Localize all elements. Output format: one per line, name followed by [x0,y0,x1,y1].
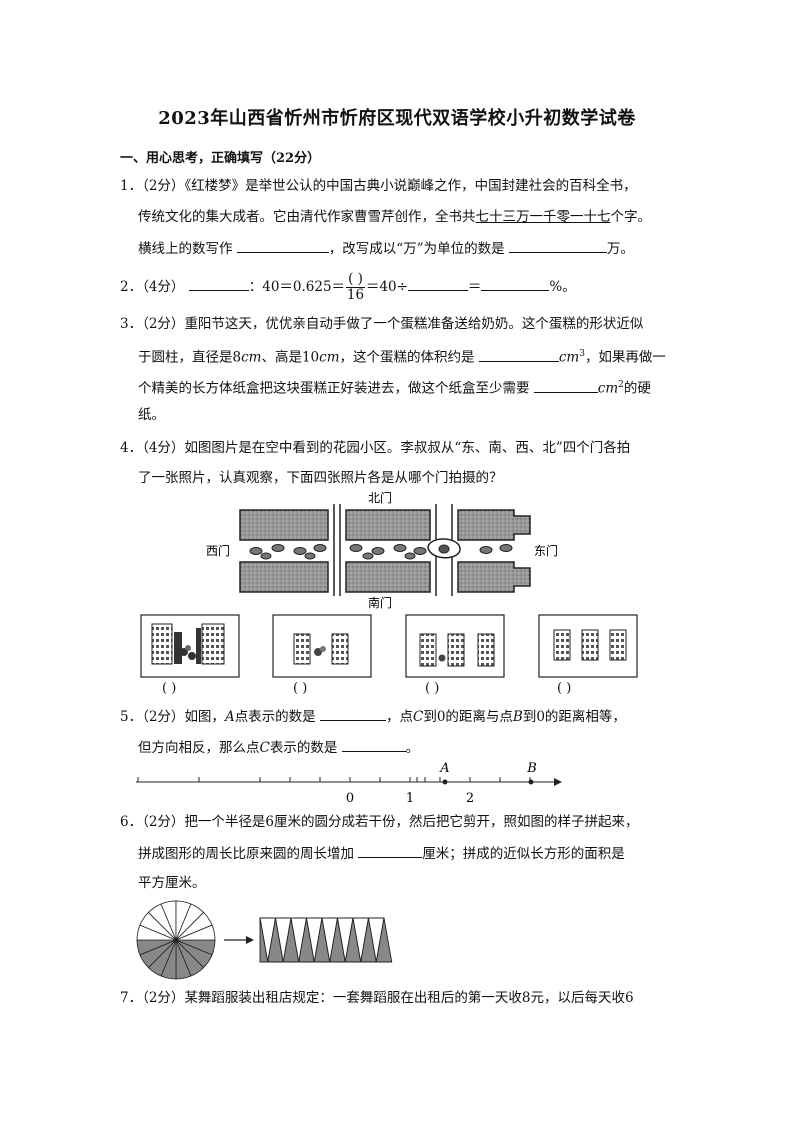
rearranged-strip [259,917,393,963]
number-line: 0 1 2 A B [136,761,562,806]
west-gate-label: 西门 [206,543,230,558]
answer-paren-1[interactable]: ( ) [162,681,177,696]
q5-line2: 但方向相反，那么点C表示的数是 。 [138,737,419,758]
answer-paren-3[interactable]: ( ) [425,681,440,696]
answer-paren-2[interactable]: ( ) [293,681,308,696]
circle-cut-diagram [136,900,393,980]
q1-line3: 横线上的数写作 ，改写成以“万”为单位的数是 万。 [138,238,634,259]
building-block [239,509,329,541]
building-block [457,509,531,541]
q6-line1: 6．（2分）把一个半径是6厘米的圆分成若干份，然后把它剪开，照如图的样子拼起来， [120,814,639,830]
answer-blank[interactable] [188,276,249,291]
strip-bottom-piece [259,917,269,963]
fraction: ( )16 [346,271,365,303]
q7-line1: 7．（2分）某舞蹈服装出租店规定：一套舞蹈服在出租后的第一天收8元，以后每天收6 [120,990,634,1006]
ticks [137,777,531,782]
answer-blank[interactable] [236,238,329,253]
q6-line2: 拼成图形的周长比原来圆的周长增加 厘米；拼成的近似长方形的面积是 [138,843,625,864]
circle-sector [175,924,216,941]
answer-blank[interactable] [358,843,423,858]
building-block [457,561,531,593]
photo-frame-2 [272,614,372,678]
tick-label-2: 2 [466,791,474,806]
divided-circle [136,900,216,980]
q3-line4: 纸。 [138,407,165,423]
underlined-number: 七十三万一千零一十七 [475,209,611,225]
page-title: 2023年山西省忻州市忻府区现代双语学校小升初数学试卷 [158,108,636,129]
q6-line3: 平方厘米。 [138,875,206,891]
tick-label-1: 1 [406,791,414,806]
q4-line2: 了一张照片，认真观察，下面四张照片各是从哪个门拍摄的？ [138,470,503,486]
q2-line: 2．（4分） ：40＝0.625＝( )16＝40÷＝%。 [120,271,576,303]
east-gate-label: 东门 [534,543,558,558]
answer-paren-4[interactable]: ( ) [557,681,572,696]
photo-frames [140,614,638,678]
answer-blank[interactable] [481,276,550,291]
photo-frame-4 [538,614,638,678]
answer-blank[interactable] [508,238,607,253]
tree-row [249,544,513,560]
q3-line1: 3．（2分）重阳节这天，优优亲自动手做了一个蛋糕准备送给奶奶。这个蛋糕的形状近似 [120,316,644,332]
label-a: A [439,761,449,776]
point-a [442,779,448,785]
q4-line1: 4．（4分）如图图片是在空中看到的花园小区。李叔叔从“东、南、西、北”四个门各拍 [120,440,631,456]
answer-blank[interactable] [319,706,386,721]
answer-blank[interactable] [407,276,468,291]
strip-bottom-piece [375,917,393,963]
q1-line2: 传统文化的集大成者。它由清代作家曹雪芹创作，全书共七十三万一千零一十七个字。 [138,209,651,225]
building-block [239,561,329,593]
q3-line2: 于圆柱，直径是8cm、高是10cm，这个蛋糕的体积约是 cm3，如果再做一 [138,344,666,368]
building-block [345,561,431,593]
south-gate-label: 南门 [368,595,392,610]
label-b: B [526,761,537,776]
q1-score: （2分） [142,178,185,194]
photo-frame-3 [405,614,505,678]
point-b [528,779,534,785]
section-heading: 一、用心思考，正确填写（22分） [120,151,321,166]
photo-frame-1 [140,614,240,678]
answer-blank[interactable] [533,378,598,393]
q1-line1: 1．（2分）《红楼梦》是举世公认的中国古典小说巅峰之作，中国封建社会的百科全书， [120,178,637,194]
q3-line3: 个精美的长方体纸盒把这块蛋糕正好装进去，做这个纸盒至少需要 cm2的硬 [138,375,651,399]
q5-line1: 5．（2分）如图，A点表示的数是 ，点C到0的距离与点B到0的距离相等， [120,706,626,727]
answer-blank[interactable] [341,737,406,752]
north-gate-label: 北门 [368,490,392,505]
arrow-head [246,936,254,944]
building-block [345,509,431,541]
tick-label-0: 0 [346,791,354,806]
answer-blank[interactable] [478,347,559,362]
q1-number: 1． [120,178,143,194]
garden-map: 北门 南门 西门 东门 [206,490,558,610]
